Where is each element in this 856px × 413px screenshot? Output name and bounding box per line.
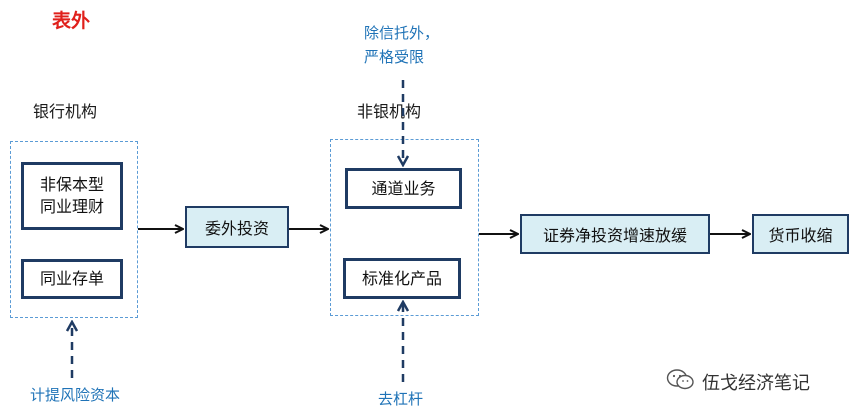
entrust-investment-box: 委外投资 xyxy=(185,206,289,248)
nonbank-standard-product-box: 标准化产品 xyxy=(343,258,461,299)
nonbank-group-label: 非银机构 xyxy=(357,102,422,121)
bank-wealth-box: 非保本型 同业理财 xyxy=(21,162,123,230)
nonbank-group-container xyxy=(330,139,479,316)
bank-bottom-note: 计提风险资本 xyxy=(30,386,121,404)
nonbank-top-note-line1: 除信托外， xyxy=(364,24,440,42)
bank-wealth-line1: 非保本型 xyxy=(39,175,104,194)
bank-cd-box: 同业存单 xyxy=(21,259,123,299)
money-contraction-box: 货币收缩 xyxy=(752,214,849,254)
bank-group-container xyxy=(10,141,138,318)
nonbank-top-note-line2: 严格受限 xyxy=(364,48,425,66)
bank-group-label: 银行机构 xyxy=(33,102,98,121)
nonbank-channel-box: 通道业务 xyxy=(345,168,462,209)
nonbank-bottom-note: 去杠杆 xyxy=(378,390,424,408)
watermark-text: 伍戈经济笔记 xyxy=(702,373,810,394)
diagram-title: 表外 xyxy=(52,10,91,32)
securities-slowdown-box: 证券净投资增速放缓 xyxy=(520,214,710,254)
bank-wealth-line2: 同业理财 xyxy=(39,197,104,216)
wechat-icon xyxy=(666,369,694,390)
